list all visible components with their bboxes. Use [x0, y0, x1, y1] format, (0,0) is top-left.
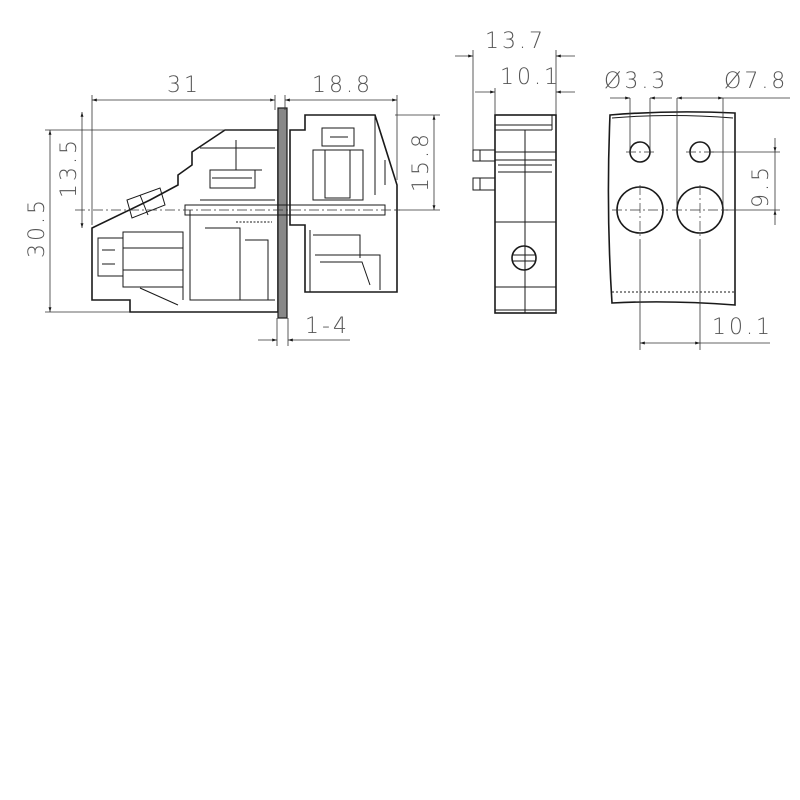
dim-1-4: 1-4	[305, 314, 350, 339]
side-view-dimensions: 31 18.8 30.5 13.5 15.8 1-4	[25, 73, 440, 346]
front-view-dimensions: 13.7 10.1	[455, 29, 575, 150]
dim-13-7: 13.7	[485, 29, 546, 54]
dim-30-5: 30.5	[25, 197, 50, 258]
dim-31: 31	[167, 73, 201, 98]
right-body-outline	[289, 114, 398, 293]
dim-13-5: 13.5	[57, 137, 82, 198]
panel-cutout-view	[607, 111, 736, 306]
dim-9-5: 9.5	[749, 164, 774, 208]
side-view	[75, 107, 400, 319]
dim-10-1-cutout: 10.1	[712, 315, 773, 340]
left-body-outline	[91, 129, 279, 313]
dim-10-1-front: 10.1	[500, 65, 561, 90]
panel-section	[277, 107, 288, 319]
dim-15-8: 15.8	[409, 131, 434, 192]
screw-head-icon	[511, 245, 537, 271]
dim-18-8: 18.8	[312, 73, 373, 98]
dim-dia-7-8: Ø7.8	[724, 69, 788, 94]
dim-dia-3-3: Ø3.3	[604, 69, 668, 94]
panel-cutout-dimensions: Ø3.3 Ø7.8 9.5 10.1	[604, 69, 790, 350]
front-view	[472, 114, 557, 314]
